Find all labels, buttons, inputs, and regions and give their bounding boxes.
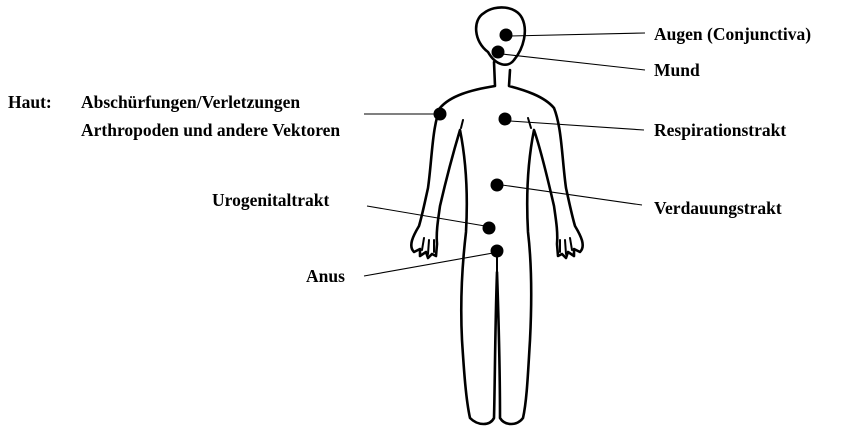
body-outline: [411, 7, 582, 424]
mouth-leader-line: [502, 54, 645, 70]
digestive-label: Verdauungstrakt: [654, 198, 782, 218]
mouth-label: Mund: [654, 60, 700, 80]
eyes-label: Augen (Conjunctiva): [654, 24, 811, 44]
skin-prefix-label: Haut:: [8, 92, 52, 112]
urogenital-dot: [483, 222, 496, 235]
digestive-leader-line: [502, 185, 642, 205]
eyes-dot: [500, 29, 513, 42]
respiratory-label: Respirationstrakt: [654, 120, 786, 140]
skin-dot: [434, 108, 447, 121]
respiratory-dot: [499, 113, 512, 126]
urogenital-label: Urogenitaltrakt: [212, 190, 329, 210]
anus-dot: [491, 245, 504, 258]
mouth-dot: [492, 46, 505, 59]
skin-label-line2: Arthropoden und andere Vektoren: [81, 120, 340, 140]
skin-label-line1: Abschürfungen/Verletzungen: [81, 92, 300, 112]
anus-label: Anus: [306, 266, 345, 286]
digestive-dot: [491, 179, 504, 192]
eyes-leader-line: [510, 33, 645, 36]
